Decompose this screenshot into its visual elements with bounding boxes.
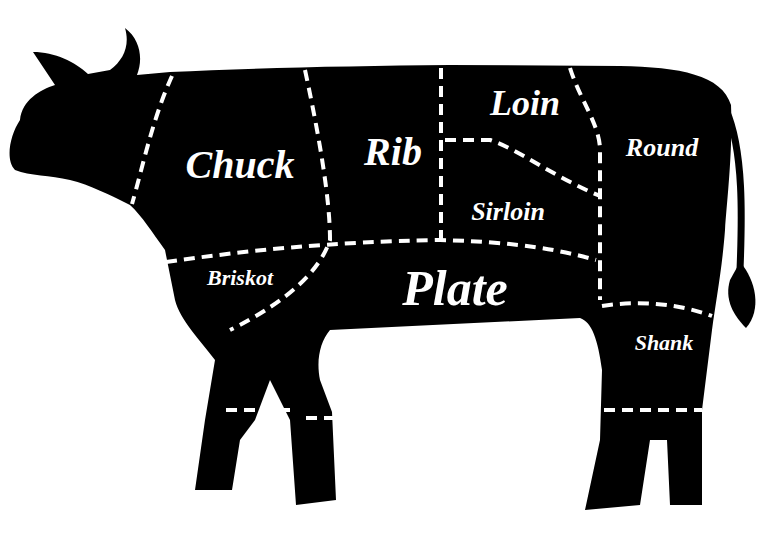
cow-tail — [726, 110, 741, 270]
cut-line — [604, 408, 702, 412]
cut-label: Rib — [364, 132, 422, 172]
cow-body — [10, 28, 732, 510]
cut-line — [602, 303, 712, 316]
cut-line — [439, 68, 443, 240]
cut-line — [306, 416, 334, 420]
cut-label: Shank — [635, 332, 694, 354]
cut-lines — [132, 68, 712, 418]
cut-label: Briskot — [207, 267, 273, 289]
cut-line — [132, 76, 172, 204]
cut-label: Round — [626, 135, 698, 161]
cut-label: Loin — [490, 85, 560, 121]
cut-label: Chuck — [186, 145, 295, 185]
tail-tuft — [728, 262, 755, 328]
cut-line — [570, 68, 600, 300]
cut-line — [230, 70, 330, 330]
cut-label: Plate — [402, 263, 508, 313]
cut-line — [166, 240, 596, 262]
cut-line — [445, 140, 600, 196]
cut-label: Sirloin — [471, 199, 545, 225]
cut-line — [226, 408, 290, 412]
